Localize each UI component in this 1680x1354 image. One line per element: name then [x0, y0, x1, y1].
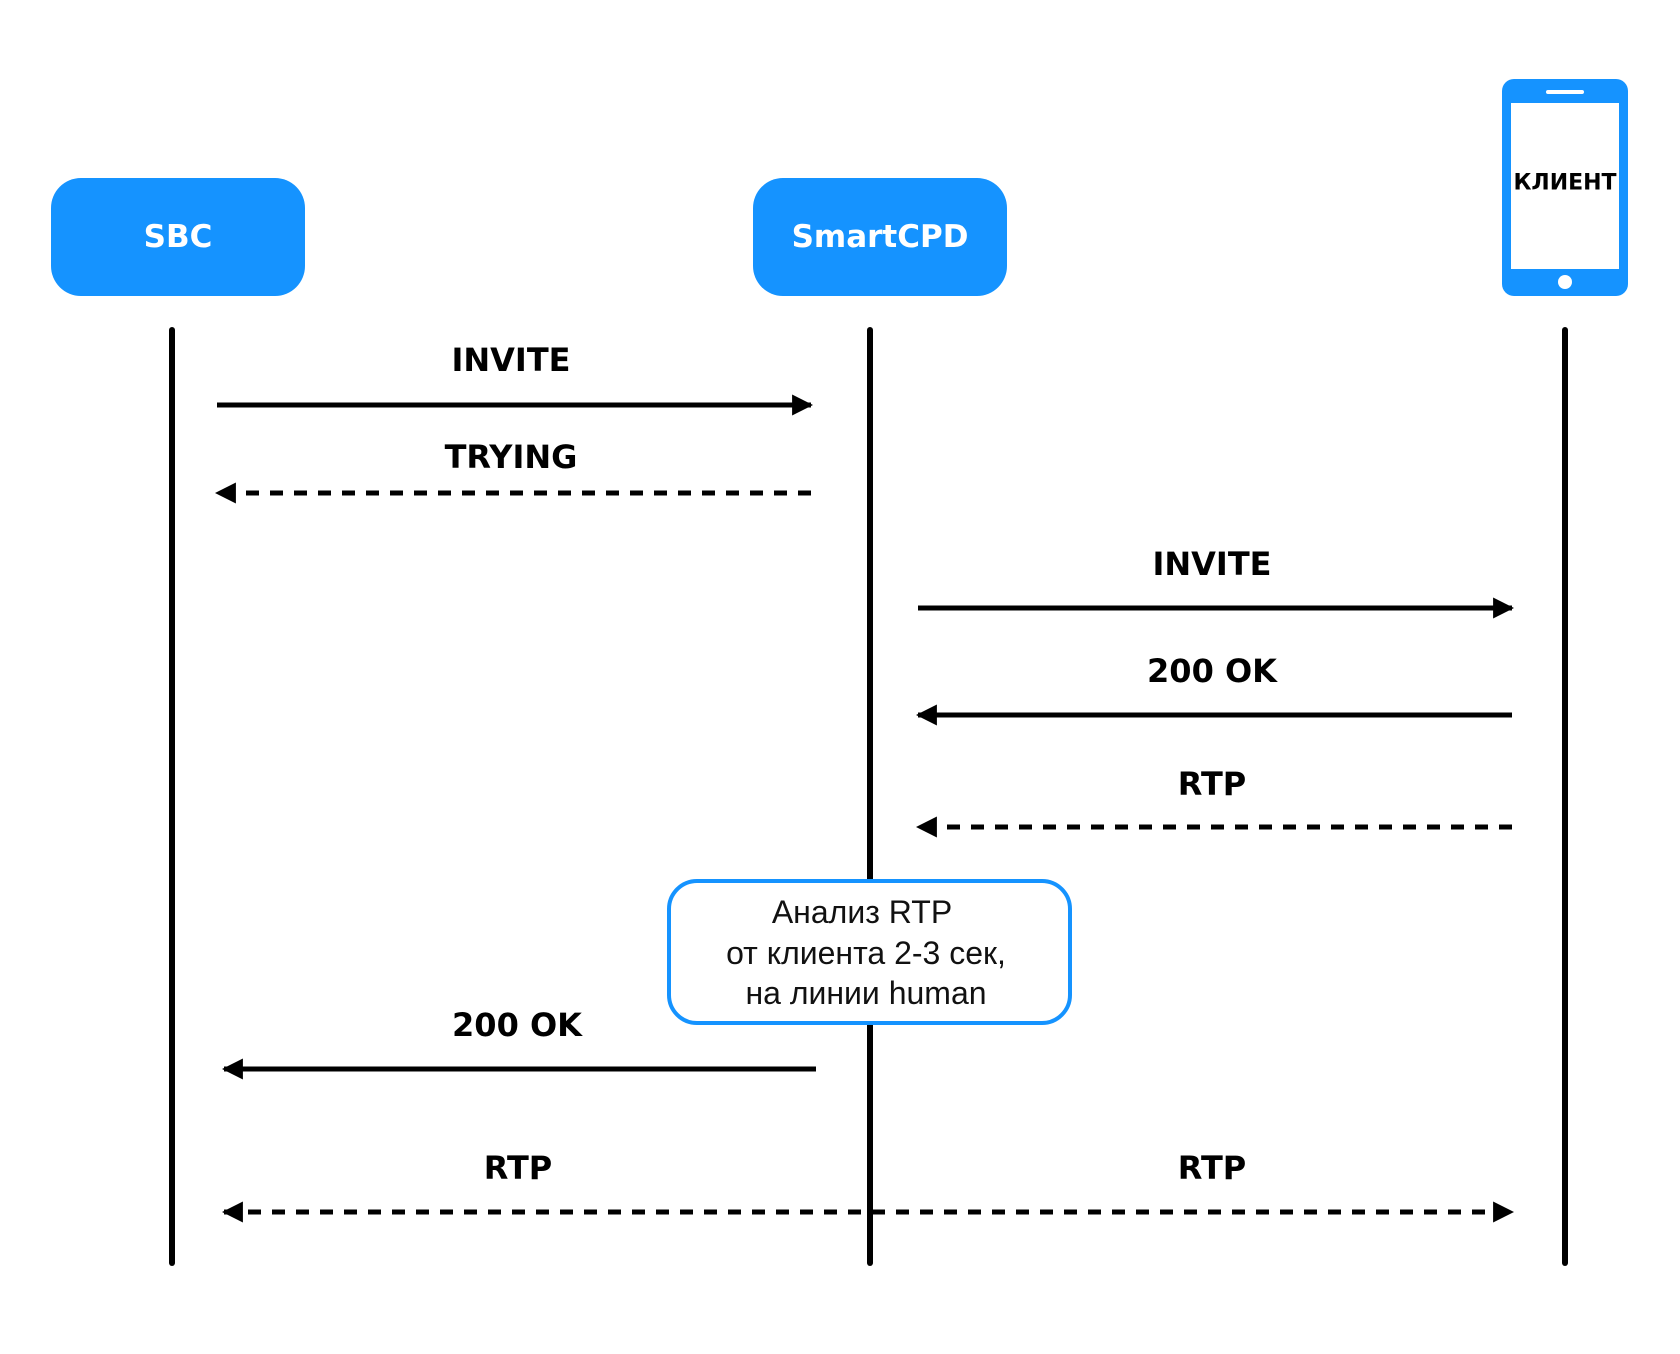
actor-sbc: SBC [51, 178, 305, 296]
message-label: INVITE [451, 341, 570, 379]
message-label-right: RTP [1178, 1149, 1246, 1187]
message-invite-sbc-to-smartcpd: INVITE [217, 341, 814, 416]
actor-sbc-label: SBC [144, 219, 213, 255]
note-line-1: Анализ RTP [772, 894, 952, 930]
message-label: 200 OK [452, 1006, 583, 1044]
note-line-3: на линии human [745, 975, 986, 1011]
message-rtp-client-to-smartcpd: RTP [915, 765, 1512, 838]
actor-sbc-box [51, 178, 305, 296]
message-label-left: RTP [484, 1149, 552, 1187]
message-200ok-client-to-smartcpd: 200 OK [915, 652, 1512, 726]
message-label: 200 OK [1147, 652, 1278, 690]
note-line-2: от клиента 2-3 сек, [726, 935, 1006, 971]
message-label: RTP [1178, 765, 1246, 803]
actor-client-label: КЛИЕНТ [1513, 171, 1616, 196]
actor-client: КЛИЕНТ [1502, 79, 1628, 296]
actor-smartcpd-label: SmartCPD [792, 219, 969, 255]
actor-smartcpd: SmartCPD [753, 178, 1007, 296]
message-rtp-bidirectional: RTP RTP [221, 1149, 1515, 1223]
note-box [667, 879, 1072, 1025]
message-invite-smartcpd-to-client: INVITE [918, 545, 1515, 619]
message-trying-smartcpd-to-sbc: TRYING [214, 438, 811, 504]
phone-icon [1502, 79, 1628, 296]
message-label: INVITE [1152, 545, 1271, 583]
analysis-note: Анализ RTP от клиента 2-3 сек, на линии … [667, 879, 1072, 1025]
actor-smartcpd-box [753, 178, 1007, 296]
message-label: TRYING [445, 438, 578, 476]
message-200ok-smartcpd-to-sbc: 200 OK [221, 1006, 816, 1080]
